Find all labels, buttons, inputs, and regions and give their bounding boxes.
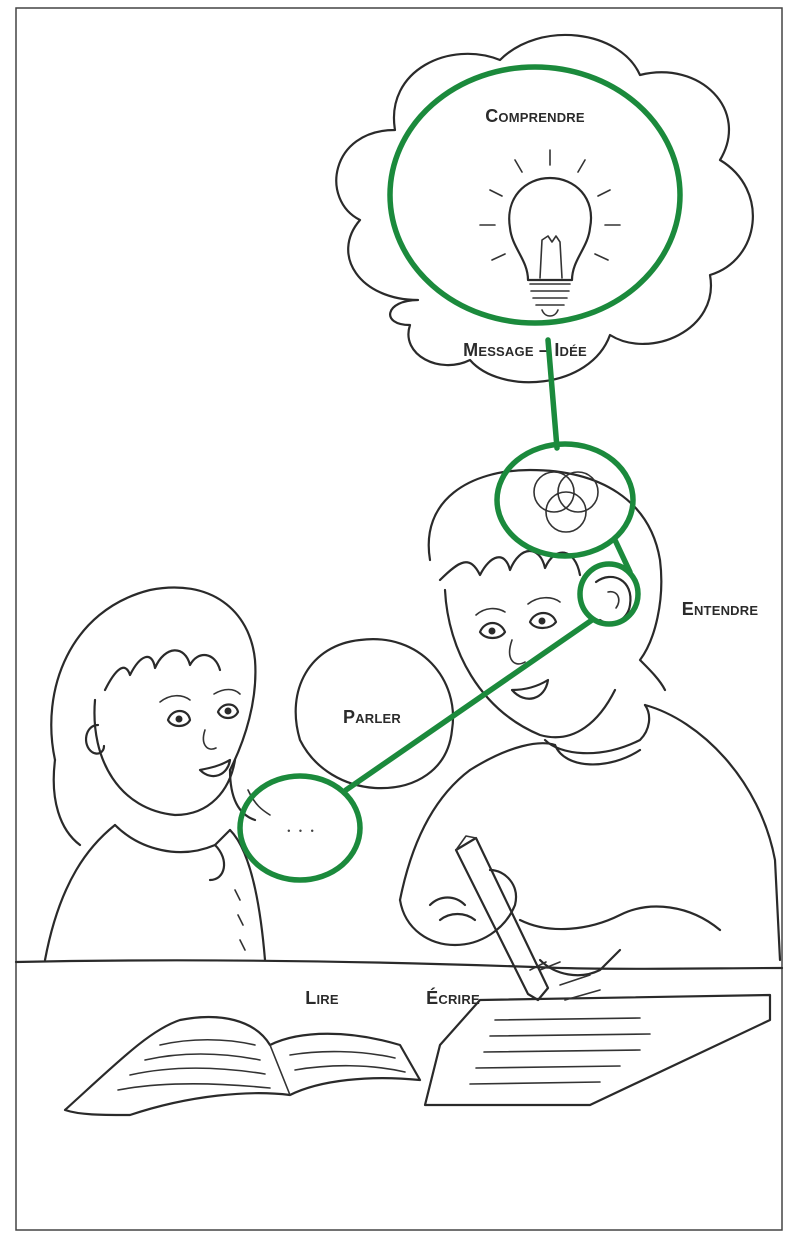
label-comprendre: Comprendre	[485, 106, 585, 126]
thought-cloud	[336, 35, 753, 382]
label-ecrire: Écrire	[426, 987, 480, 1008]
green-circle-brain	[497, 444, 633, 556]
green-connector-ear-mouth	[346, 620, 592, 790]
label-entendre: Entendre	[682, 599, 759, 619]
brain-icon	[534, 472, 598, 532]
table-edge	[16, 960, 782, 968]
label-lire: Lire	[305, 988, 339, 1008]
girl-figure	[45, 587, 265, 960]
pencil-icon	[456, 836, 548, 1000]
man-figure	[400, 470, 780, 975]
speech-dots: • • •	[287, 826, 316, 836]
paper-sheet	[425, 962, 770, 1105]
green-annotations	[240, 67, 680, 880]
page-frame	[16, 8, 782, 1230]
label-parler: Parler	[343, 707, 401, 727]
light-bulb-icon	[480, 150, 620, 316]
open-book	[65, 1017, 420, 1115]
label-message-idee: Message – Idée	[463, 340, 587, 360]
